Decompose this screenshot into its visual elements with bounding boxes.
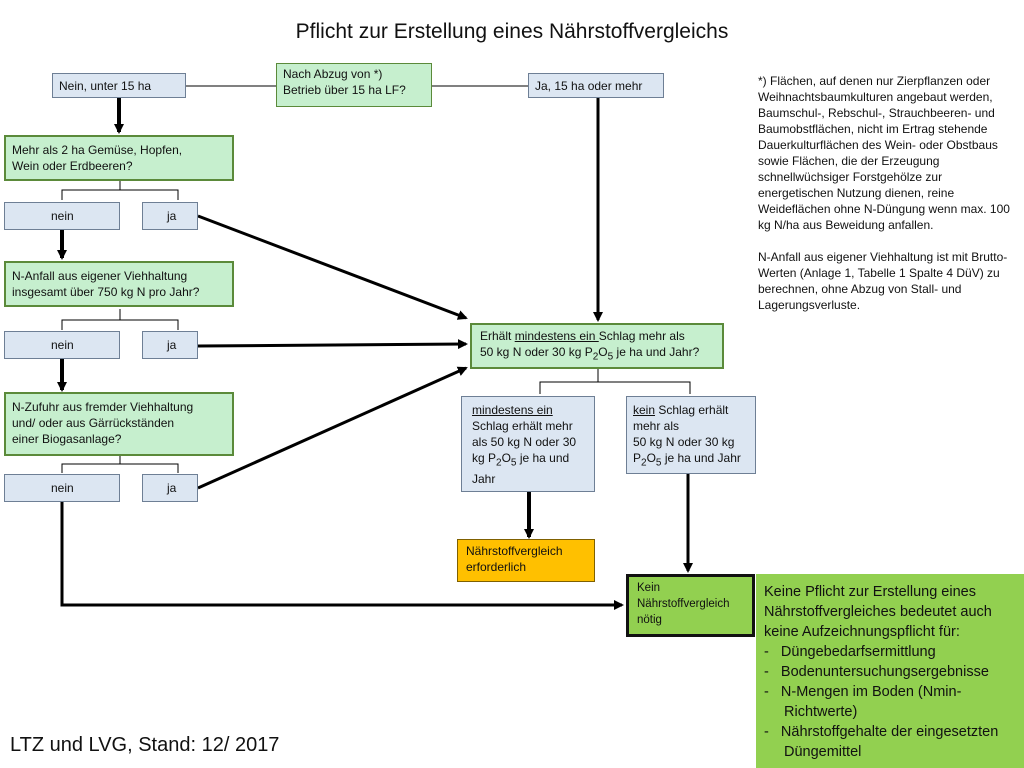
node-abzug-question: Nach Abzug von *) Betrieb über 15 ha LF? xyxy=(276,63,432,107)
node-kein-line1: Kein xyxy=(637,582,661,594)
node-unter-15ha-label: Nein, unter 15 ha xyxy=(59,79,152,93)
footnote-para-1: *) Flächen, auf denen nur Zierpflanzen o… xyxy=(758,74,1010,232)
arrow-ja2 xyxy=(197,339,468,350)
node-nein-1-label: nein xyxy=(51,209,74,223)
node-abzug-line2: Betrieb über 15 ha LF? xyxy=(283,83,406,97)
node-ja-2: ja xyxy=(142,331,198,359)
node-nzufuhr-line1: N-Zufuhr aus fremder Viehhaltung xyxy=(12,400,194,414)
node-keinschlag-line1: kein Schlag erhält xyxy=(633,403,729,417)
node-nanfall-line1: N-Anfall aus eigener Viehhaltung xyxy=(12,269,188,283)
node-ja-3: ja xyxy=(142,474,198,502)
node-keinschlag-line2: mehr als xyxy=(633,419,680,433)
arrow-ja3 xyxy=(197,366,468,490)
node-nein-2-label: nein xyxy=(51,338,74,352)
node-ueber-15ha: Ja, 15 ha oder mehr xyxy=(528,73,664,98)
node-gemuese-question: Mehr als 2 ha Gemüse, Hopfen, Wein oder … xyxy=(4,135,234,181)
node-keinschlag-line4: P2O5 je ha und Jahr xyxy=(633,451,741,469)
node-gemuese-line2: Wein oder Erdbeeren? xyxy=(12,159,133,173)
node-kein-line3: nötig xyxy=(637,614,662,626)
node-abzug-line1: Nach Abzug von *) xyxy=(283,67,383,81)
info-panel-list: - Düngebedarfsermittlung - Bodenuntersuc… xyxy=(764,642,1016,762)
node-nein-3: nein xyxy=(4,474,120,502)
node-mind-line3: als 50 kg N oder 30 xyxy=(472,435,577,449)
node-mindestens-ein: mindestens ein Schlag erhält mehr als 50… xyxy=(461,396,595,492)
node-gemuese-line1: Mehr als 2 ha Gemüse, Hopfen, xyxy=(12,143,183,157)
brace-4 xyxy=(539,369,691,394)
footnote-para-2: N-Anfall aus eigener Viehhaltung ist mit… xyxy=(758,250,1008,312)
node-ja-3-label: ja xyxy=(167,481,177,495)
list-item: - N-Mengen im Boden (Nmin-Richtwerte) xyxy=(764,684,962,720)
node-erhaelt-line2: 50 kg N oder 30 kg P2O5 je ha und Jahr? xyxy=(480,345,700,363)
node-nanfall-question: N-Anfall aus eigener Viehhaltung insgesa… xyxy=(4,261,234,307)
node-erforderlich-line1: Nährstoffvergleich xyxy=(466,544,563,558)
list-item: - Nährstoffgehalte der eingesetzten Düng… xyxy=(764,724,999,760)
info-panel: Keine Pflicht zur Erstellung eines Nährs… xyxy=(756,574,1024,768)
node-erhaelt-question: Erhält mindestens ein Schlag mehr als 50… xyxy=(470,323,724,369)
node-ueber-15ha-label: Ja, 15 ha oder mehr xyxy=(535,79,643,93)
node-kein-line2: Nährstoffvergleich xyxy=(637,598,730,610)
brace-1 xyxy=(61,181,179,200)
arrow-nein3-kein xyxy=(60,500,624,610)
node-keinschlag-line3: 50 kg N oder 30 kg xyxy=(633,435,735,449)
node-nein-2: nein xyxy=(4,331,120,359)
brace-3 xyxy=(61,456,179,473)
footnote-text: *) Flächen, auf denen nur Zierpflanzen o… xyxy=(758,73,1020,329)
node-ja-2-label: ja xyxy=(167,338,177,352)
node-nzufuhr-line3: einer Biogasanlage? xyxy=(12,432,122,446)
node-ja-1: ja xyxy=(142,202,198,230)
node-kein-vergleich: Kein Nährstoffvergleich nötig xyxy=(626,574,755,637)
brace-2 xyxy=(61,309,179,330)
page-title: Pflicht zur Erstellung eines Nährstoffve… xyxy=(295,20,729,43)
node-vergleich-erforderlich: Nährstoffvergleich erforderlich xyxy=(457,539,595,582)
info-panel-intro: Keine Pflicht zur Erstellung eines Nährs… xyxy=(764,584,992,640)
arrow-ja1 xyxy=(197,214,468,320)
node-nzufuhr-line2: und/ oder aus Gärrückständen xyxy=(12,416,175,430)
node-nein-1: nein xyxy=(4,202,120,230)
node-mind-line1: mindestens ein xyxy=(472,403,553,417)
node-unter-15ha: Nein, unter 15 ha xyxy=(52,73,186,98)
node-nzufuhr-question: N-Zufuhr aus fremder Viehhaltung und/ od… xyxy=(4,392,234,456)
list-item: - Bodenuntersuchungsergebnisse xyxy=(764,664,989,680)
node-mind-line4: kg P2O5 je ha und xyxy=(472,451,570,469)
node-nanfall-line2: insgesamt über 750 kg N pro Jahr? xyxy=(12,285,200,299)
node-mind-line2: Schlag erhält mehr xyxy=(472,419,573,433)
node-mind-line5: Jahr xyxy=(472,472,496,487)
footer-source: LTZ und LVG, Stand: 12/ 2017 xyxy=(10,734,280,756)
node-erforderlich-line2: erforderlich xyxy=(466,560,527,574)
list-item: - Düngebedarfsermittlung xyxy=(764,644,936,660)
node-ja-1-label: ja xyxy=(167,209,177,223)
node-nein-3-label: nein xyxy=(51,481,74,495)
node-kein-schlag: kein Schlag erhält mehr als 50 kg N oder… xyxy=(626,396,756,474)
node-erhaelt-line1: Erhält mindestens ein Schlag mehr als xyxy=(480,329,685,343)
